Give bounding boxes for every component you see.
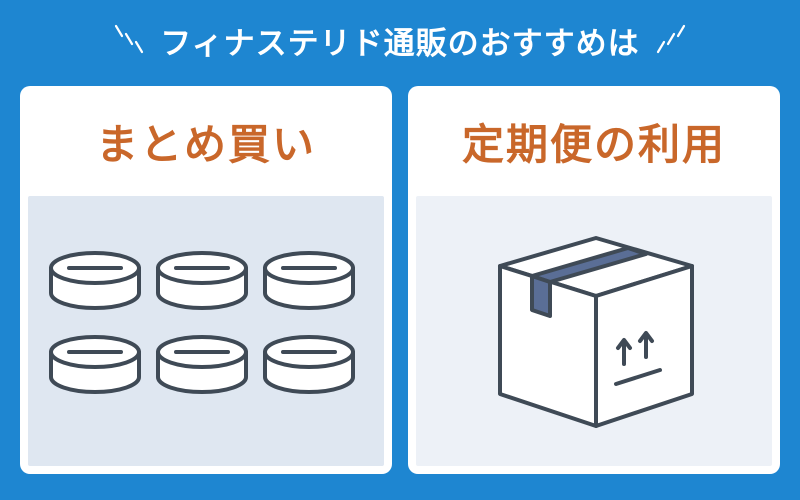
tablet-icon [156,251,248,310]
sparkle-lines-icon [656,24,685,54]
page-title: フィナステリド通販のおすすめは [160,25,640,62]
tablet-icon [263,335,355,394]
bulk-buy-card: まとめ買い [20,86,392,474]
box-tape-side [530,274,552,318]
card-title: まとめ買い [95,119,316,169]
tablet-icon [49,251,141,310]
tablet-icon [263,251,355,310]
tablets-icon [49,251,355,394]
tablet-icon [49,335,141,394]
illustration-panel [28,196,384,466]
sparkle-lines-icon [115,24,144,54]
header: フィナステリド通販のおすすめは [0,0,800,80]
tablet-icon [156,335,248,394]
illustration-panel [416,196,772,466]
this-side-up-icon [614,331,662,386]
subscription-card: 定期便の利用 [408,86,780,474]
cardboard-box-icon [498,236,694,428]
card-title: 定期便の利用 [461,119,726,169]
